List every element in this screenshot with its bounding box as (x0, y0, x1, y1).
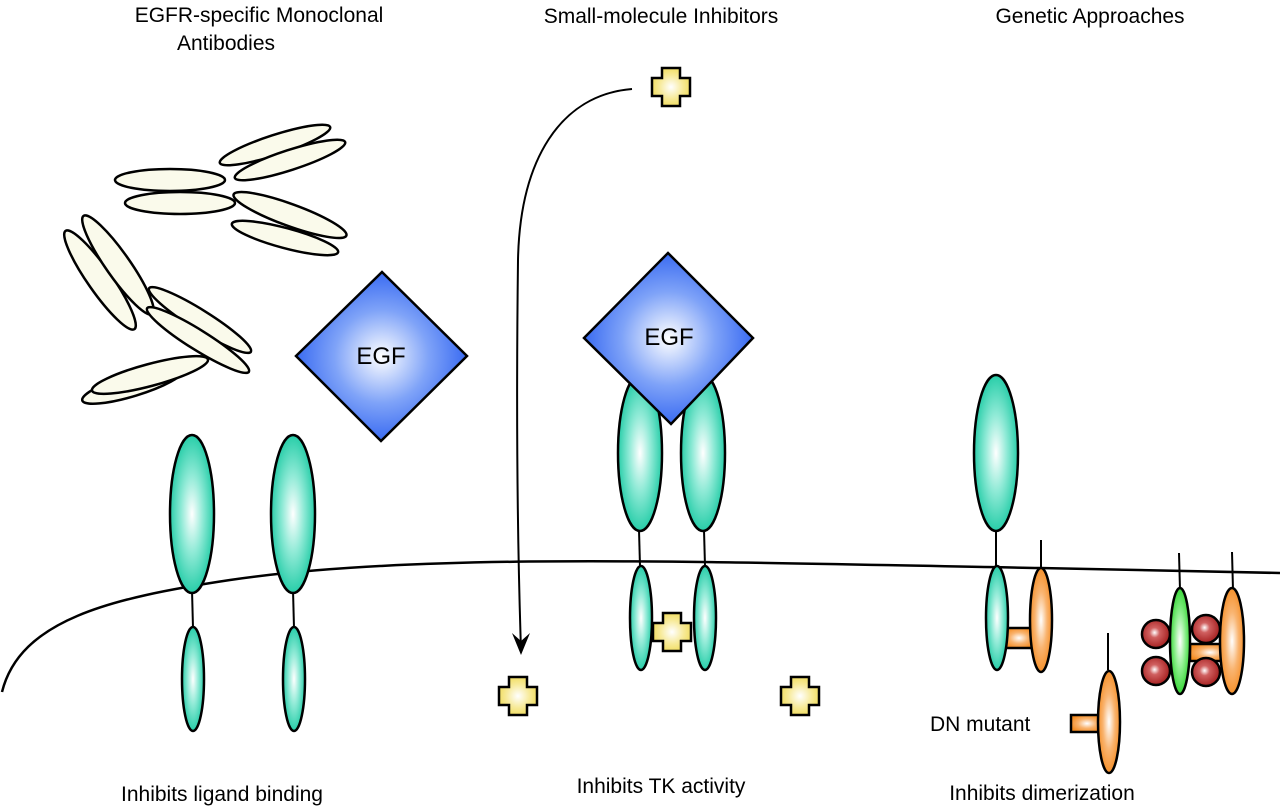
section-title-small-molecule: Small-molecule Inhibitors (544, 5, 779, 28)
heterodimer-with-beads-icon (1140, 551, 1246, 696)
egfr-receptor-icon-2 (269, 433, 317, 733)
caption-antibodies: Inhibits ligand binding (121, 783, 323, 806)
section-title-antibodies-line2: Antibodies (177, 32, 275, 55)
caption-genetic: Inhibits dimerization (949, 782, 1135, 805)
egf-label-bound: EGF (644, 324, 693, 351)
small-molecule-cross-icon-inside-right (779, 675, 821, 717)
caption-small-molecule: Inhibits TK activity (577, 775, 746, 798)
egf-diamond-icon-free: EGF (294, 270, 469, 443)
egf-label-free: EGF (356, 343, 405, 370)
section-title-genetic: Genetic Approaches (995, 5, 1184, 28)
small-molecule-cross-icon-bound (651, 611, 693, 653)
arrowhead-icon (512, 633, 530, 655)
egfr-dn-heterodimer-icon (972, 373, 1054, 674)
dn-mutant-label: DN mutant (930, 713, 1031, 736)
cell-membrane (0, 559, 1280, 693)
small-molecule-cross-icon-outside (650, 66, 692, 108)
antibody-icon-lower (62, 214, 253, 405)
egf-diamond-icon-bound: EGF (582, 251, 755, 426)
egfr-dimer-icon (616, 373, 727, 672)
egfr-receptor-icon-1 (168, 433, 216, 733)
antibody-icon-upper (113, 123, 348, 257)
small-molecule-cross-icon-inside-left (497, 675, 539, 717)
dn-mutant-icon (1069, 633, 1122, 775)
section-title-antibodies-line1: EGFR-specific Monoclonal (135, 4, 384, 27)
entry-arrow (516, 88, 633, 651)
